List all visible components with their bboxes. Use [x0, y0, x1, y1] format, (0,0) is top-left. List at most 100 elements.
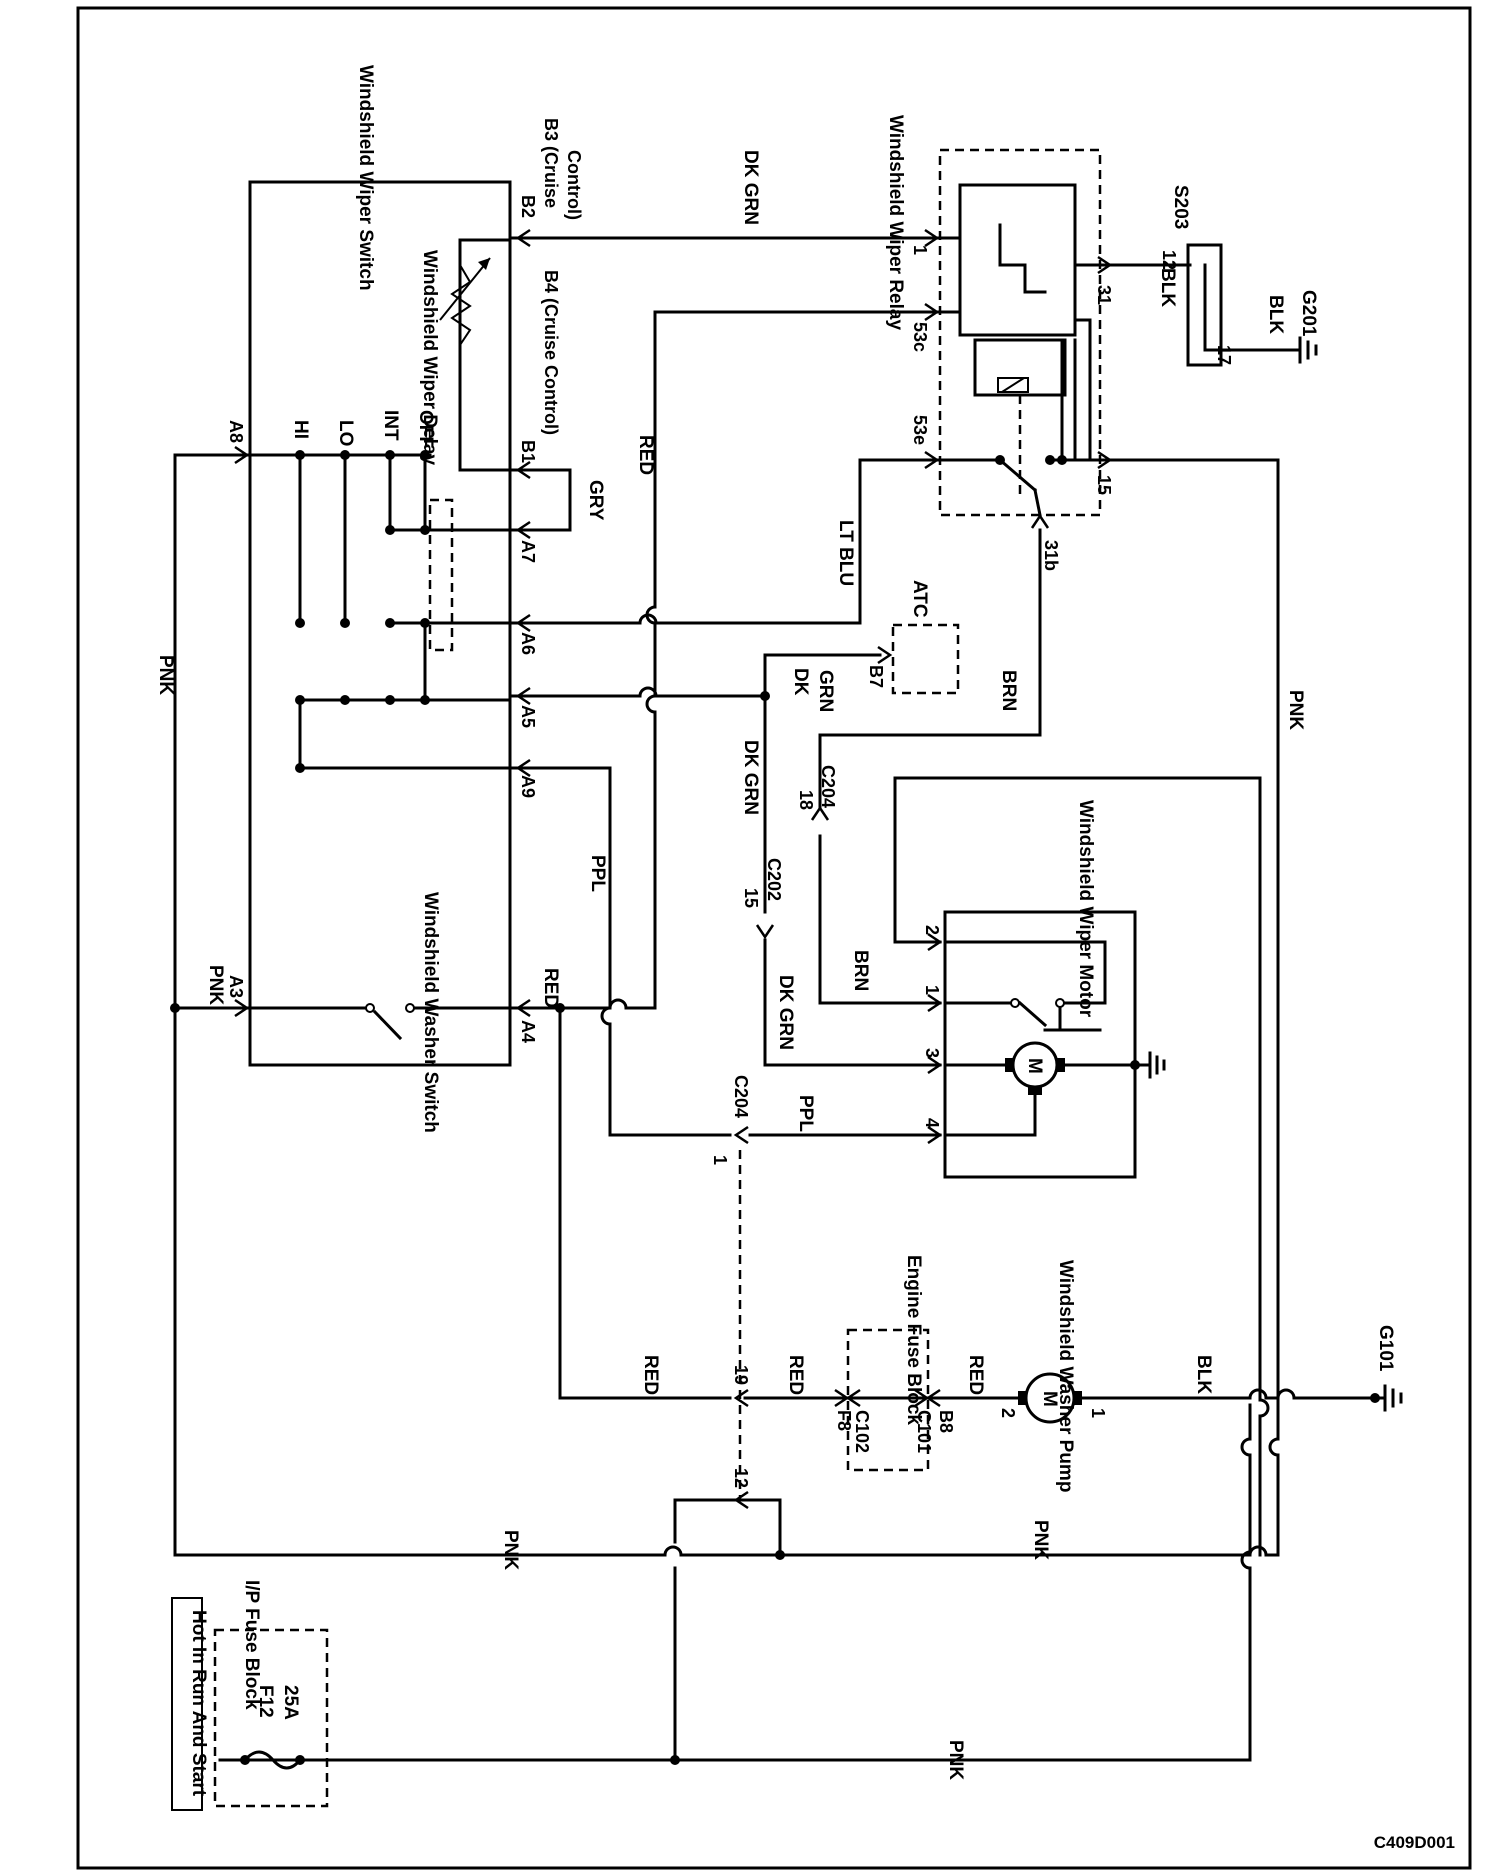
wire-dk: DK — [790, 668, 811, 696]
wire-red-2: RED — [635, 435, 656, 475]
pump-motor-symbol: M — [1039, 1391, 1060, 1407]
wiper-relay-label: Windshield Wiper Relay — [885, 115, 906, 330]
wire-dkgrn-3: DK GRN — [775, 975, 796, 1050]
switch-pos-off: OFF — [415, 410, 436, 448]
conn-19: 19 — [731, 1365, 751, 1385]
pin-a4: A4 — [518, 1020, 538, 1043]
wiper-switch-internals — [170, 257, 512, 1041]
g201-label: G201 — [1298, 290, 1319, 337]
wire-red-5: RED — [965, 1355, 986, 1395]
pin-a6: A6 — [518, 632, 538, 655]
motor-symbol: M — [1024, 1058, 1045, 1074]
wire-dkgrn-1: DK GRN — [740, 150, 761, 225]
motor-pin-1: 1 — [922, 985, 942, 995]
pin-b7: B7 — [866, 665, 886, 688]
wire-blk-3: BLK — [1193, 1355, 1214, 1394]
switch-pos-lo: LO — [335, 420, 356, 446]
engine-fuse-block-box — [846, 1328, 930, 1472]
wire-red-1: RED — [540, 968, 561, 1008]
wire-pnk-1: PNK — [155, 655, 176, 695]
wire-blk-2: BLK — [1265, 295, 1286, 334]
wire-ppl-1: PPL — [587, 855, 608, 892]
s203-pin-17: 17 — [1214, 345, 1234, 365]
switch-pos-int: INT — [380, 410, 401, 441]
red-wire — [508, 1006, 732, 1400]
wire-red-3: RED — [640, 1355, 661, 1395]
wire-pnk-4: PNK — [1030, 1520, 1051, 1560]
wire-pnk-5: PNK — [945, 1740, 966, 1780]
relay-pin-53c: 53c — [910, 322, 930, 352]
pump-pin-1: 1 — [1088, 1408, 1108, 1418]
figure-code: C409D001 — [1374, 1833, 1455, 1852]
relay-pin-15: 15 — [1094, 475, 1114, 495]
c202-pin-15: 15 — [741, 888, 761, 908]
pin-b4: B4 (Cruise Control) — [541, 270, 561, 435]
wire-red-4: RED — [785, 1355, 806, 1395]
c204-label: C204 — [818, 765, 838, 808]
wire-dkgrn-2: DK GRN — [740, 740, 761, 815]
relay-pin-31: 31 — [1094, 285, 1114, 305]
wire-pnk-3: PNK — [500, 1530, 521, 1570]
pin-a3: A3 — [226, 975, 246, 998]
c204-pin-18: 18 — [796, 790, 816, 810]
page-frame — [76, 6, 1472, 1870]
fuse-rating-label: 25A — [280, 1685, 301, 1720]
wire-pnk-6: PNK — [1285, 690, 1306, 730]
pin-b3-cont: Control) — [564, 150, 584, 220]
washer-pump-label: Windshield Washer Pump — [1055, 1260, 1076, 1492]
wiper-motor-label: Windshield Wiper Motor — [1075, 800, 1096, 1018]
engine-fuse-block-label: Engine Fuse Block — [903, 1255, 924, 1425]
wiper-delay-label: Windshield Wiper Delay — [419, 250, 440, 465]
conn-c101: C101 — [914, 1410, 934, 1453]
washer-switch-label: Windshield Washer Switch — [420, 892, 441, 1133]
motor-pin-3: 3 — [922, 1048, 942, 1058]
motor-pin-4: 4 — [922, 1118, 942, 1128]
wiper-motor-internals — [943, 940, 1166, 1137]
wiper-switch-label: Windshield Wiper Switch — [355, 65, 376, 291]
labels: Windshield Wiper Switch Windshield Washe… — [155, 65, 1396, 1797]
wiper-relay — [938, 148, 1112, 517]
s203-label: S203 — [1170, 185, 1191, 229]
atc-label: ATC — [909, 580, 930, 618]
relay-pin-53e: 53e — [910, 415, 930, 445]
switch-pos-hi: HI — [290, 420, 311, 439]
wire-brn-1: BRN — [998, 670, 1019, 711]
connector-marks — [234, 228, 1113, 1510]
wiper-motor-box — [943, 910, 1137, 1179]
conn-12: 12 — [731, 1468, 751, 1488]
hot-label-box — [171, 1597, 203, 1811]
pin-a7: A7 — [518, 540, 538, 563]
pump-pin-2: 2 — [998, 1408, 1018, 1418]
wire-brn-2: BRN — [850, 950, 871, 991]
s203-pin-12: 12 — [1159, 250, 1179, 270]
motor-pin-2: 2 — [922, 925, 942, 935]
wire-blk-1: BLK — [1157, 268, 1178, 307]
wire-gry: GRY — [585, 480, 606, 521]
pin-b8: B8 — [936, 1410, 956, 1433]
pin-a5: A5 — [518, 705, 538, 728]
hot-in-run-label: Hot In Run And Start — [188, 1610, 209, 1797]
washer-pump — [1001, 1372, 1082, 1424]
wire-ltblu: LT BLU — [835, 520, 856, 586]
c204-pin-1: 1 — [710, 1155, 730, 1165]
wire-pnk-2: PNK — [205, 965, 226, 1005]
wire-ppl-2: PPL — [795, 1095, 816, 1132]
g101-label: G101 — [1375, 1325, 1396, 1372]
relay-pin-1: 1 — [910, 245, 930, 255]
pin-b3: B3 (Cruise — [541, 118, 561, 208]
conn-c102: C102 — [852, 1410, 872, 1453]
pin-a8: A8 — [226, 420, 246, 443]
pin-a9: A9 — [518, 775, 538, 798]
ip-fuse-block-label: I/P Fuse Block — [241, 1580, 262, 1710]
atc-box — [891, 623, 960, 695]
wires — [173, 180, 1377, 1770]
pin-f8: F8 — [834, 1410, 854, 1431]
pin-b2: B2 — [518, 195, 538, 218]
relay-pin-31b: 31b — [1041, 540, 1061, 571]
ip-fuse-block-box — [213, 1628, 329, 1808]
wire-grn: GRN — [815, 670, 836, 712]
pin-b1: B1 — [518, 440, 538, 463]
c202-label: C202 — [764, 858, 784, 901]
c204b-label: C204 — [731, 1075, 751, 1118]
